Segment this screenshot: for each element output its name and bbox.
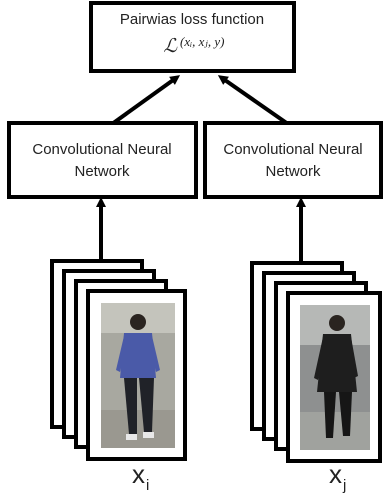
right-person-coat: [317, 334, 357, 392]
left-person-leg-right: [139, 378, 154, 432]
loss-symbol: ℒ: [163, 36, 178, 57]
right-cnn-label-line1: Convolutional Neural: [223, 141, 362, 158]
loss-arguments: (xᵢ, xⱼ, y): [180, 34, 224, 49]
left-image-stack: [50, 259, 187, 461]
right-person-head: [329, 315, 345, 331]
left-person-shoe-left: [126, 434, 137, 440]
left-person-head: [130, 314, 146, 330]
right-cnn-label-line2: Network: [265, 163, 321, 180]
left-person-photo: [101, 303, 175, 448]
right-photo-floor: [300, 412, 370, 450]
right-input-label-base: x: [329, 459, 342, 489]
right-cnn-box: Convolutional Neural Network: [203, 121, 383, 199]
left-input-label-subscript: i: [146, 477, 149, 494]
right-person-arm-right: [348, 337, 358, 378]
arrow-right-cnn-to-loss: [217, 75, 290, 126]
left-cnn-label-line1: Convolutional Neural: [32, 141, 171, 158]
right-person-arm-left: [314, 337, 326, 380]
left-photo-floor: [101, 410, 175, 448]
left-person-shoe-right: [143, 432, 154, 438]
right-person-photo: [300, 305, 370, 450]
right-input-label-subscript: j: [342, 477, 346, 494]
left-cnn-label-line2: Network: [74, 163, 130, 180]
right-cnn-frame: [203, 121, 383, 199]
right-input-label: x j: [329, 459, 346, 494]
left-cnn-box: Convolutional Neural Network: [7, 121, 198, 199]
left-person-leg-left: [124, 378, 137, 434]
left-person-arm-right: [149, 336, 160, 372]
loss-function-box: Pairwias loss function ℒ (xᵢ, xⱼ, y): [89, 1, 296, 73]
loss-box-title: Pairwias loss function: [120, 11, 264, 28]
left-person-arm-left: [116, 336, 127, 372]
arrow-left-cnn-to-loss: [110, 75, 181, 126]
right-person-leg-left: [324, 392, 336, 438]
left-input-label: x i: [132, 459, 149, 494]
right-person-leg-right: [339, 392, 352, 436]
right-image-stack: [250, 261, 382, 463]
left-cnn-frame: [7, 121, 198, 199]
loss-box-frame: [89, 1, 296, 73]
left-input-label-base: x: [132, 459, 145, 489]
left-person-shirt: [120, 333, 156, 378]
